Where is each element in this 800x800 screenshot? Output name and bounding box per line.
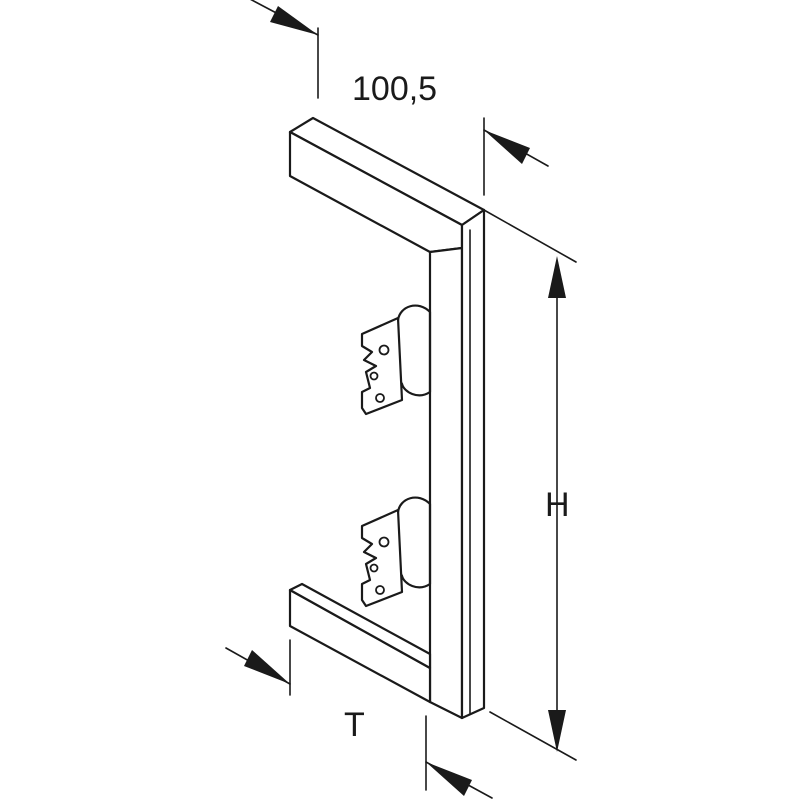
- height-extension-line-top: [483, 209, 577, 263]
- lower-clip-hole-2: [369, 563, 379, 573]
- height-arrow-bottom: [548, 710, 566, 752]
- width-arrow-left: [270, 6, 318, 35]
- depth-dimension: T: [225, 639, 493, 799]
- width-label: 100,5: [352, 70, 437, 108]
- upper-clip: [360, 304, 432, 416]
- width-arrow-right: [484, 130, 530, 164]
- lower-clip-plate: [360, 508, 404, 608]
- spine-front-face: [428, 246, 464, 720]
- bracket-body: [288, 116, 486, 720]
- spine-side-face: [460, 208, 486, 720]
- upper-clip-hole-2: [369, 371, 379, 381]
- height-arrow-top: [548, 256, 566, 298]
- lower-clip: [360, 496, 432, 608]
- width-dimension: 100,5: [250, 0, 549, 196]
- height-dimension: H: [483, 209, 577, 761]
- depth-arrow-right: [426, 762, 472, 796]
- bottom-arm-top-face: [288, 582, 432, 670]
- depth-arrow-left: [244, 650, 290, 684]
- upper-clip-hole-3: [375, 393, 385, 403]
- height-label: H: [545, 486, 570, 524]
- upper-clip-spring: [396, 304, 432, 397]
- upper-clip-plate: [360, 316, 404, 416]
- depth-label: T: [344, 706, 365, 744]
- lower-clip-spring: [396, 496, 432, 589]
- lower-clip-hole-1: [378, 536, 390, 548]
- upper-clip-hole-1: [378, 344, 390, 356]
- height-extension-line-bottom: [489, 711, 577, 761]
- lower-clip-hole-3: [375, 585, 385, 595]
